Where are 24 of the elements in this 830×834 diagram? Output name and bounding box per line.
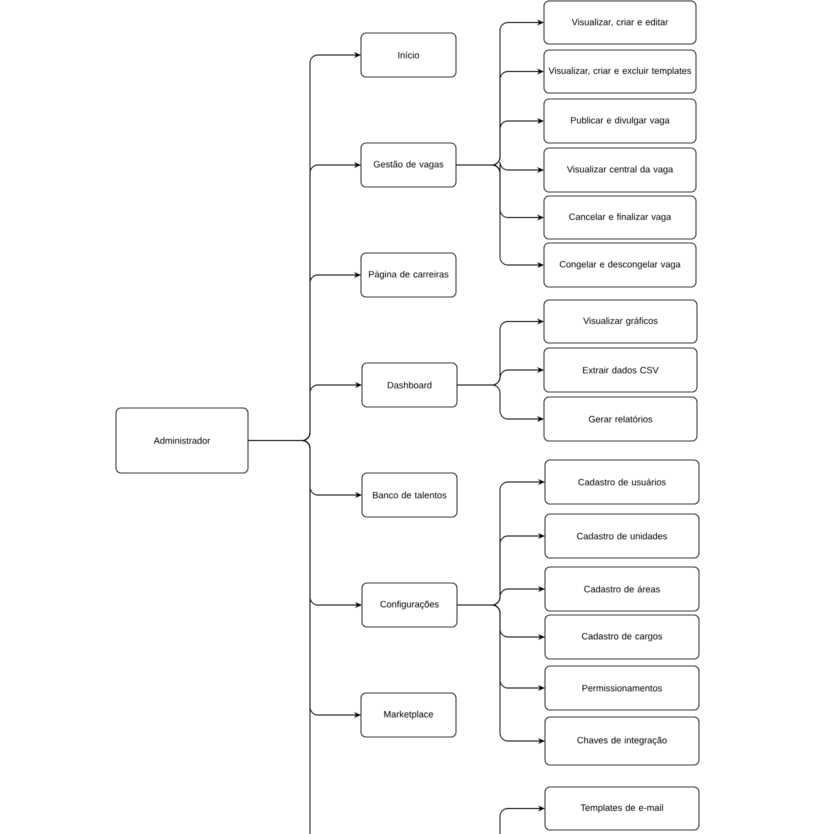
process-box: Templates de e-mail	[544, 786, 700, 830]
process-box: Visualizar, criar e editar	[544, 0, 696, 44]
process-box: Dashboard	[362, 362, 458, 408]
process-box: Marketplace	[360, 692, 456, 738]
process-box: Banco de talentos	[362, 472, 458, 518]
process-box: Cancelar e finalizar vaga	[544, 196, 696, 240]
process-box: Permissionamentos	[544, 666, 700, 710]
process-box: Administrador	[116, 408, 248, 474]
process-box: Página de carreiras	[360, 252, 456, 298]
process-box: Configurações	[362, 582, 458, 628]
process-box: Chaves de integração	[544, 716, 700, 766]
process-box: Extrair dados CSV	[544, 348, 698, 392]
process-box: Publicar e divulgar vaga	[544, 98, 696, 144]
process-box: Visualizar central da vaga	[544, 148, 696, 192]
process-box: Gestão de vagas	[360, 142, 456, 188]
process-box: Cadastro de usuários	[544, 460, 700, 504]
process-box: Gerar relatórios	[544, 396, 698, 442]
process-box: Congelar e descongelar vaga	[544, 242, 696, 288]
process-box: Cadastro de unidades	[544, 514, 700, 558]
process-box: Cadastro de cargos	[544, 614, 700, 660]
process-box: Visualizar gráficos	[544, 300, 698, 344]
process-box: Início	[360, 32, 456, 78]
process-box: Visualizar, criar e excluir templates	[544, 50, 696, 94]
process-box: Cadastro de áreas	[544, 566, 700, 612]
